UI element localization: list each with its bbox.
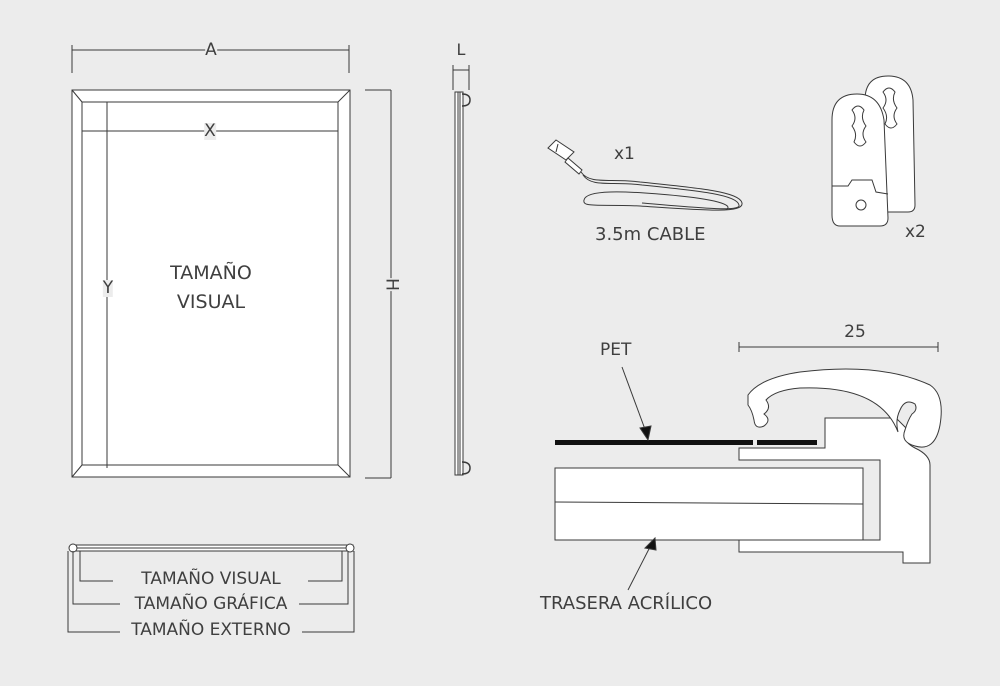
profile-width-label: 25 bbox=[844, 322, 866, 342]
graphic-size-label: TAMAÑO GRÁFICA bbox=[134, 594, 288, 614]
visual-size-label-line1: TAMAÑO bbox=[170, 262, 252, 284]
side-view bbox=[452, 65, 471, 476]
dim-l-label: L bbox=[456, 40, 466, 59]
external-size-label: TAMAÑO EXTERNO bbox=[131, 620, 291, 640]
dim-a-label: A bbox=[205, 40, 217, 60]
dim-h-label: H bbox=[381, 278, 402, 291]
pet-label: PET bbox=[600, 340, 632, 360]
visual-size-label-line2: VISUAL bbox=[176, 291, 246, 313]
acrylic-back-label: TRASERA ACRÍLICO bbox=[540, 593, 713, 614]
cable-illustration bbox=[547, 139, 743, 211]
visual-size-label: TAMAÑO VISUAL bbox=[141, 569, 281, 589]
profile-section bbox=[554, 342, 942, 591]
dim-x-label: X bbox=[204, 121, 216, 141]
dim-y-label: Y bbox=[102, 278, 114, 298]
hanger-quantity: x2 bbox=[905, 222, 926, 242]
cable-label: 3.5m CABLE bbox=[595, 224, 706, 245]
cable-quantity: x1 bbox=[614, 144, 635, 164]
front-view bbox=[71, 45, 392, 479]
hanger-illustration bbox=[831, 75, 916, 227]
bottom-view bbox=[67, 543, 355, 633]
